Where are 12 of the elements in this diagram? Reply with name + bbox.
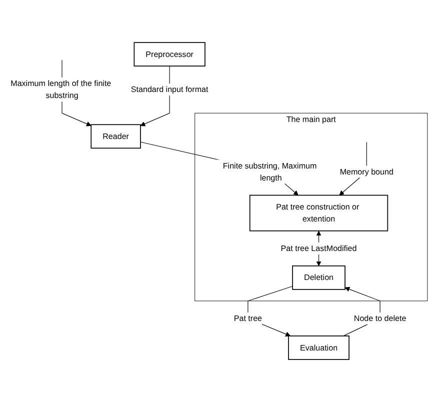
node-box: Evaluation	[288, 336, 350, 360]
node-box: Preprocessor	[134, 42, 206, 66]
edge-label: Standard input format	[130, 84, 208, 94]
edge-label: Pat tree	[234, 314, 262, 323]
node-box: Reader	[90, 124, 141, 149]
edge-label: Pat tree LastModified	[280, 243, 357, 253]
edge-label: Maximum length of the finite substring	[10, 78, 112, 100]
node-box: Deletion	[292, 265, 346, 290]
edge-label: Node to delete	[354, 314, 406, 323]
node-box: Pat tree construction or extention	[249, 194, 388, 232]
edge-label: Memory bound	[340, 166, 394, 176]
edge-label: Finite substring, Maximum length	[222, 160, 317, 182]
